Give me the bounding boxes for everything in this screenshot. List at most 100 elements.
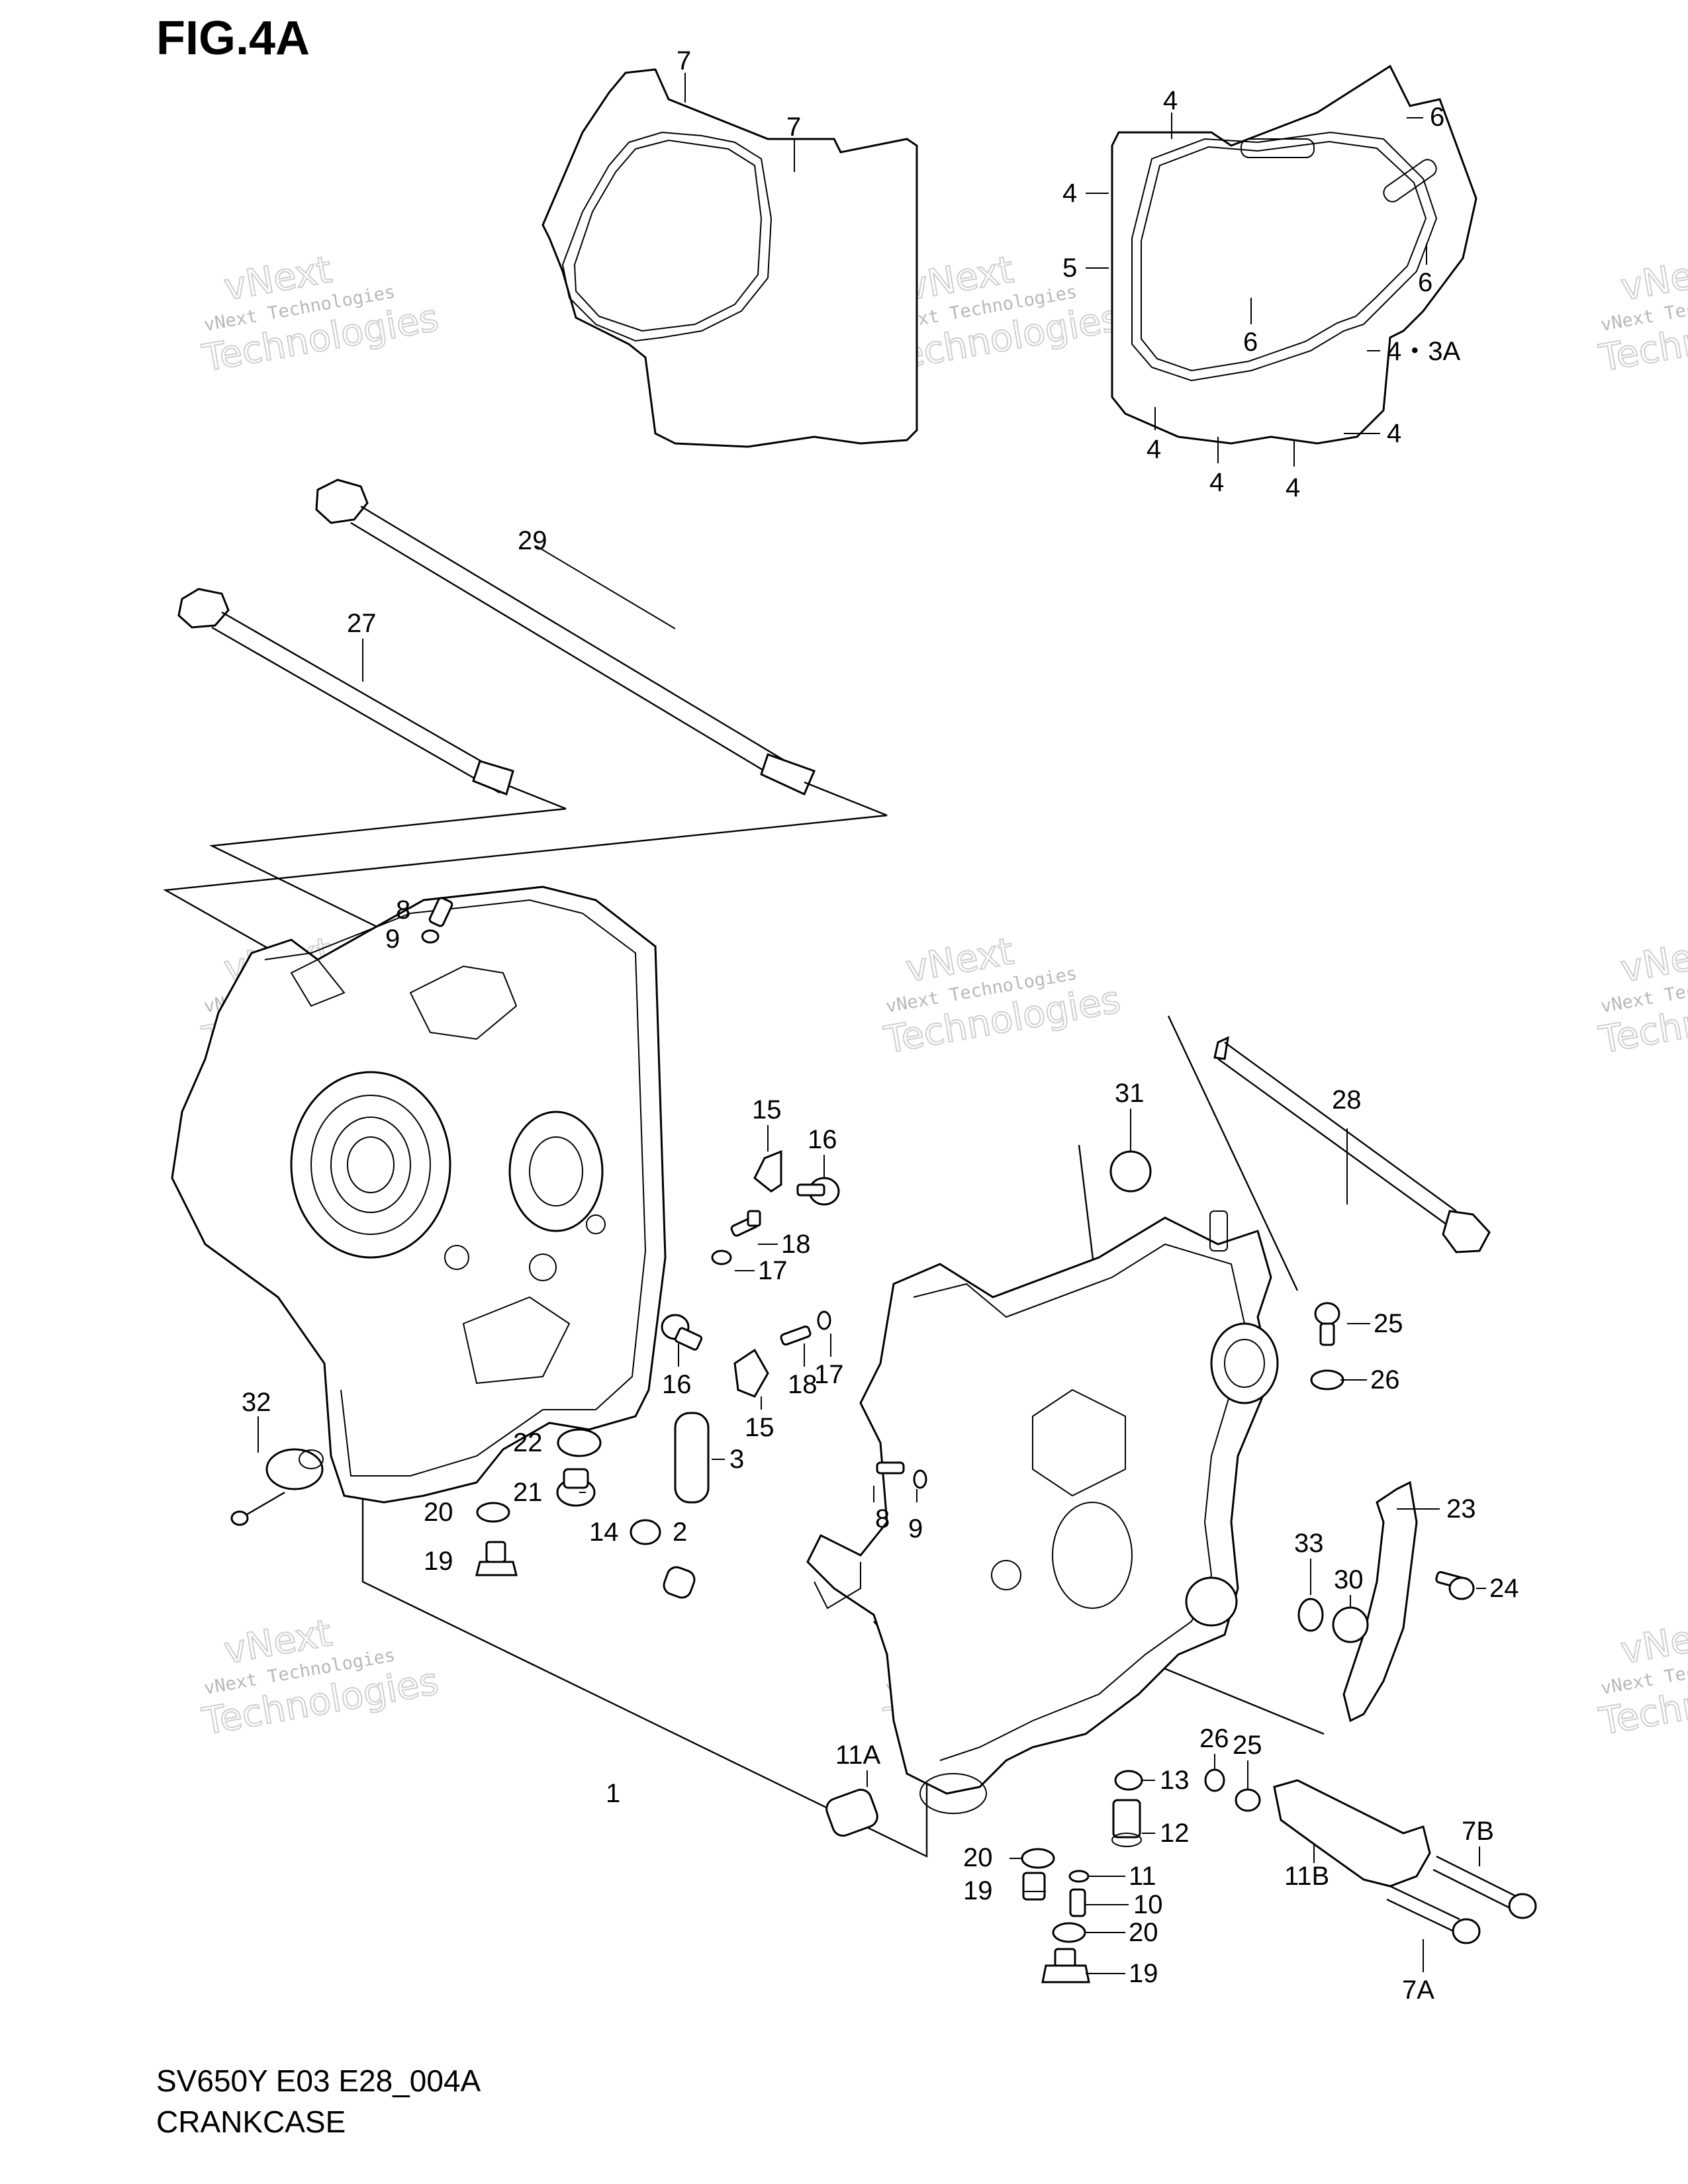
part-26-washer-a bbox=[1310, 1369, 1344, 1390]
callout-leaders bbox=[258, 73, 1486, 1974]
part-9-o-ring-b bbox=[913, 1469, 927, 1489]
callout-18: 18 bbox=[781, 1230, 811, 1259]
part-11b-bracket bbox=[1273, 1779, 1431, 1888]
part-15-clamp-a bbox=[753, 1150, 782, 1193]
part-2-dowel-pin bbox=[663, 1566, 696, 1599]
callout-2: 2 bbox=[673, 1518, 687, 1547]
callout-29: 29 bbox=[518, 526, 547, 555]
callout-12: 12 bbox=[1160, 1819, 1190, 1848]
watermark: vNext vNext Technologies Technologies bbox=[199, 248, 443, 381]
callout-6: 6 bbox=[1418, 268, 1432, 297]
part-9-o-ring-a bbox=[421, 929, 440, 944]
callout-4: 4 bbox=[1147, 435, 1161, 464]
small-parts bbox=[230, 897, 1537, 1983]
part-26-washer-b bbox=[1204, 1768, 1225, 1792]
callout-32: 32 bbox=[242, 1388, 271, 1417]
callout-10: 10 bbox=[1133, 1890, 1163, 1919]
callout-11a: 11A bbox=[835, 1741, 881, 1770]
callout-7b: 7B bbox=[1462, 1817, 1494, 1846]
callout-7a: 7A bbox=[1402, 1976, 1434, 2005]
callout-15: 15 bbox=[752, 1095, 782, 1124]
part-10-fitting bbox=[1069, 1888, 1086, 1917]
callout-30: 30 bbox=[1334, 1565, 1364, 1594]
callout-16: 16 bbox=[662, 1370, 692, 1399]
callout-9: 9 bbox=[908, 1514, 923, 1543]
callout-23: 23 bbox=[1446, 1494, 1476, 1524]
part-14-o-ring bbox=[630, 1519, 661, 1545]
section-name: CRANKCASE bbox=[156, 2105, 346, 2139]
watermark-line1: vNext bbox=[1618, 1612, 1688, 1672]
part-3-o-ring bbox=[674, 1412, 710, 1504]
crankcase-right-half bbox=[806, 1210, 1279, 1814]
part-33-washer bbox=[1297, 1598, 1324, 1632]
callout-19: 19 bbox=[424, 1547, 453, 1576]
callout-18: 18 bbox=[788, 1370, 818, 1399]
callout-3: 3 bbox=[729, 1445, 744, 1474]
callout-4: 4 bbox=[1286, 473, 1300, 502]
crankcase-gasket-right bbox=[1111, 64, 1477, 445]
callout-8: 8 bbox=[875, 1504, 890, 1533]
callout-6: 6 bbox=[1430, 103, 1444, 132]
callout-4: 4 bbox=[1163, 86, 1178, 115]
part-15-clamp-b bbox=[733, 1348, 769, 1398]
part-19-plug-b bbox=[1022, 1872, 1046, 1901]
callout-24: 24 bbox=[1489, 1574, 1519, 1603]
part-25-bolt-b bbox=[1235, 1788, 1261, 1812]
part-11-o-ring bbox=[1068, 1870, 1090, 1883]
watermark: vNext vNext Technologies Technologies bbox=[1595, 248, 1688, 381]
callout-4: 4 bbox=[1062, 179, 1077, 208]
callout-11: 11 bbox=[1129, 1862, 1156, 1891]
callout-33: 33 bbox=[1294, 1529, 1324, 1558]
callout-20: 20 bbox=[1129, 1918, 1158, 1947]
callout-28: 28 bbox=[1332, 1085, 1362, 1115]
watermark: vNext vNext Technologies Technologies bbox=[880, 929, 1125, 1063]
callout-26: 26 bbox=[1199, 1724, 1229, 1753]
part-7a-bolt bbox=[1386, 1885, 1481, 1944]
callout-7: 7 bbox=[786, 113, 801, 142]
part-32-switch bbox=[230, 1448, 324, 1526]
callout-5: 5 bbox=[1062, 253, 1077, 283]
part-17-o-ring-a bbox=[711, 1250, 732, 1265]
part-19-plug-c bbox=[1041, 1948, 1090, 1983]
part-30-nut bbox=[1332, 1606, 1369, 1643]
callout-22: 22 bbox=[513, 1428, 543, 1457]
part-23-plate bbox=[1342, 1480, 1418, 1723]
part-31-nut bbox=[1109, 1150, 1152, 1193]
part-18-fitting-a bbox=[730, 1210, 761, 1237]
callout-17: 17 bbox=[814, 1360, 844, 1389]
part-20-washer-c bbox=[1052, 1922, 1086, 1943]
callout-19: 19 bbox=[963, 1876, 993, 1905]
crankcase-bolt-29 bbox=[315, 478, 816, 796]
callout-17: 17 bbox=[758, 1256, 788, 1285]
crankcase-gasket-left bbox=[541, 68, 918, 448]
part-24-bolt bbox=[1435, 1570, 1475, 1600]
callout-21: 21 bbox=[513, 1478, 543, 1507]
watermark: vNext vNext Technologies Technologies bbox=[1595, 1611, 1688, 1745]
callout-14: 14 bbox=[589, 1518, 619, 1547]
part-8-fitting-b bbox=[876, 1461, 905, 1475]
callout-27: 27 bbox=[347, 609, 377, 638]
callout-labels: 7 7 4 6 4 5 6 6 4・3A 4 4 4 4 29 27 8 9 2… bbox=[242, 46, 1519, 2005]
watermark: vNext vNext Technologies Technologies bbox=[1595, 929, 1688, 1063]
callout-20: 20 bbox=[963, 1843, 993, 1872]
part-20-washer-b bbox=[1021, 1848, 1055, 1869]
crankcase-bolt-27 bbox=[177, 588, 514, 796]
part-17-o-ring-b bbox=[817, 1310, 831, 1330]
part-8-fitting-a bbox=[428, 897, 453, 927]
part-16-bolt-a bbox=[796, 1177, 840, 1206]
callout-4: 4 bbox=[1209, 468, 1224, 497]
callout-25: 25 bbox=[1233, 1731, 1262, 1760]
part-21-cap bbox=[556, 1468, 596, 1507]
callout-26: 26 bbox=[1370, 1365, 1400, 1394]
callout-11b: 11B bbox=[1284, 1862, 1329, 1891]
callout-4-3a: 4・3A bbox=[1387, 337, 1460, 366]
callout-7: 7 bbox=[677, 46, 691, 75]
callout-19: 19 bbox=[1129, 1959, 1158, 1988]
callout-1: 1 bbox=[606, 1779, 620, 1808]
part-18-fitting-b bbox=[780, 1325, 812, 1346]
crankcase-left-half bbox=[171, 886, 667, 1504]
part-7b-bolt bbox=[1432, 1855, 1537, 1919]
part-19-plug-a bbox=[475, 1541, 518, 1576]
